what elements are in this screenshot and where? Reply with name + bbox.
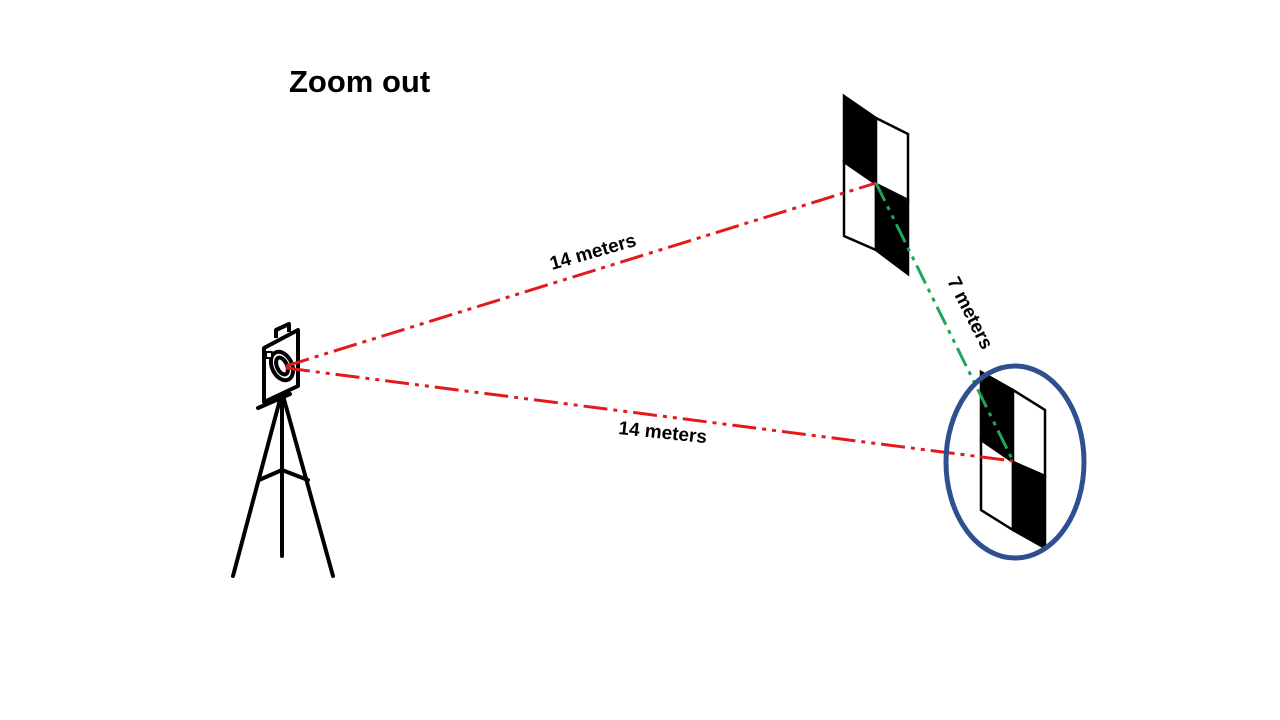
checkerboard-target-icon-bottom: [979, 369, 1047, 551]
target-gap-label: 7 meters: [943, 274, 997, 353]
ray-to-bottom-target: [285, 366, 1014, 463]
diagram-title: Zoom out: [289, 64, 430, 99]
ray-to-top-target: [285, 181, 877, 368]
target-gap-line: [874, 182, 1015, 462]
tripod-icon: [231, 390, 335, 578]
top-distance-label: 14 meters: [548, 230, 639, 275]
bottom-distance-label: 14 meters: [617, 418, 707, 448]
camera-icon: [262, 322, 300, 404]
highlight-circle: [943, 363, 1087, 561]
